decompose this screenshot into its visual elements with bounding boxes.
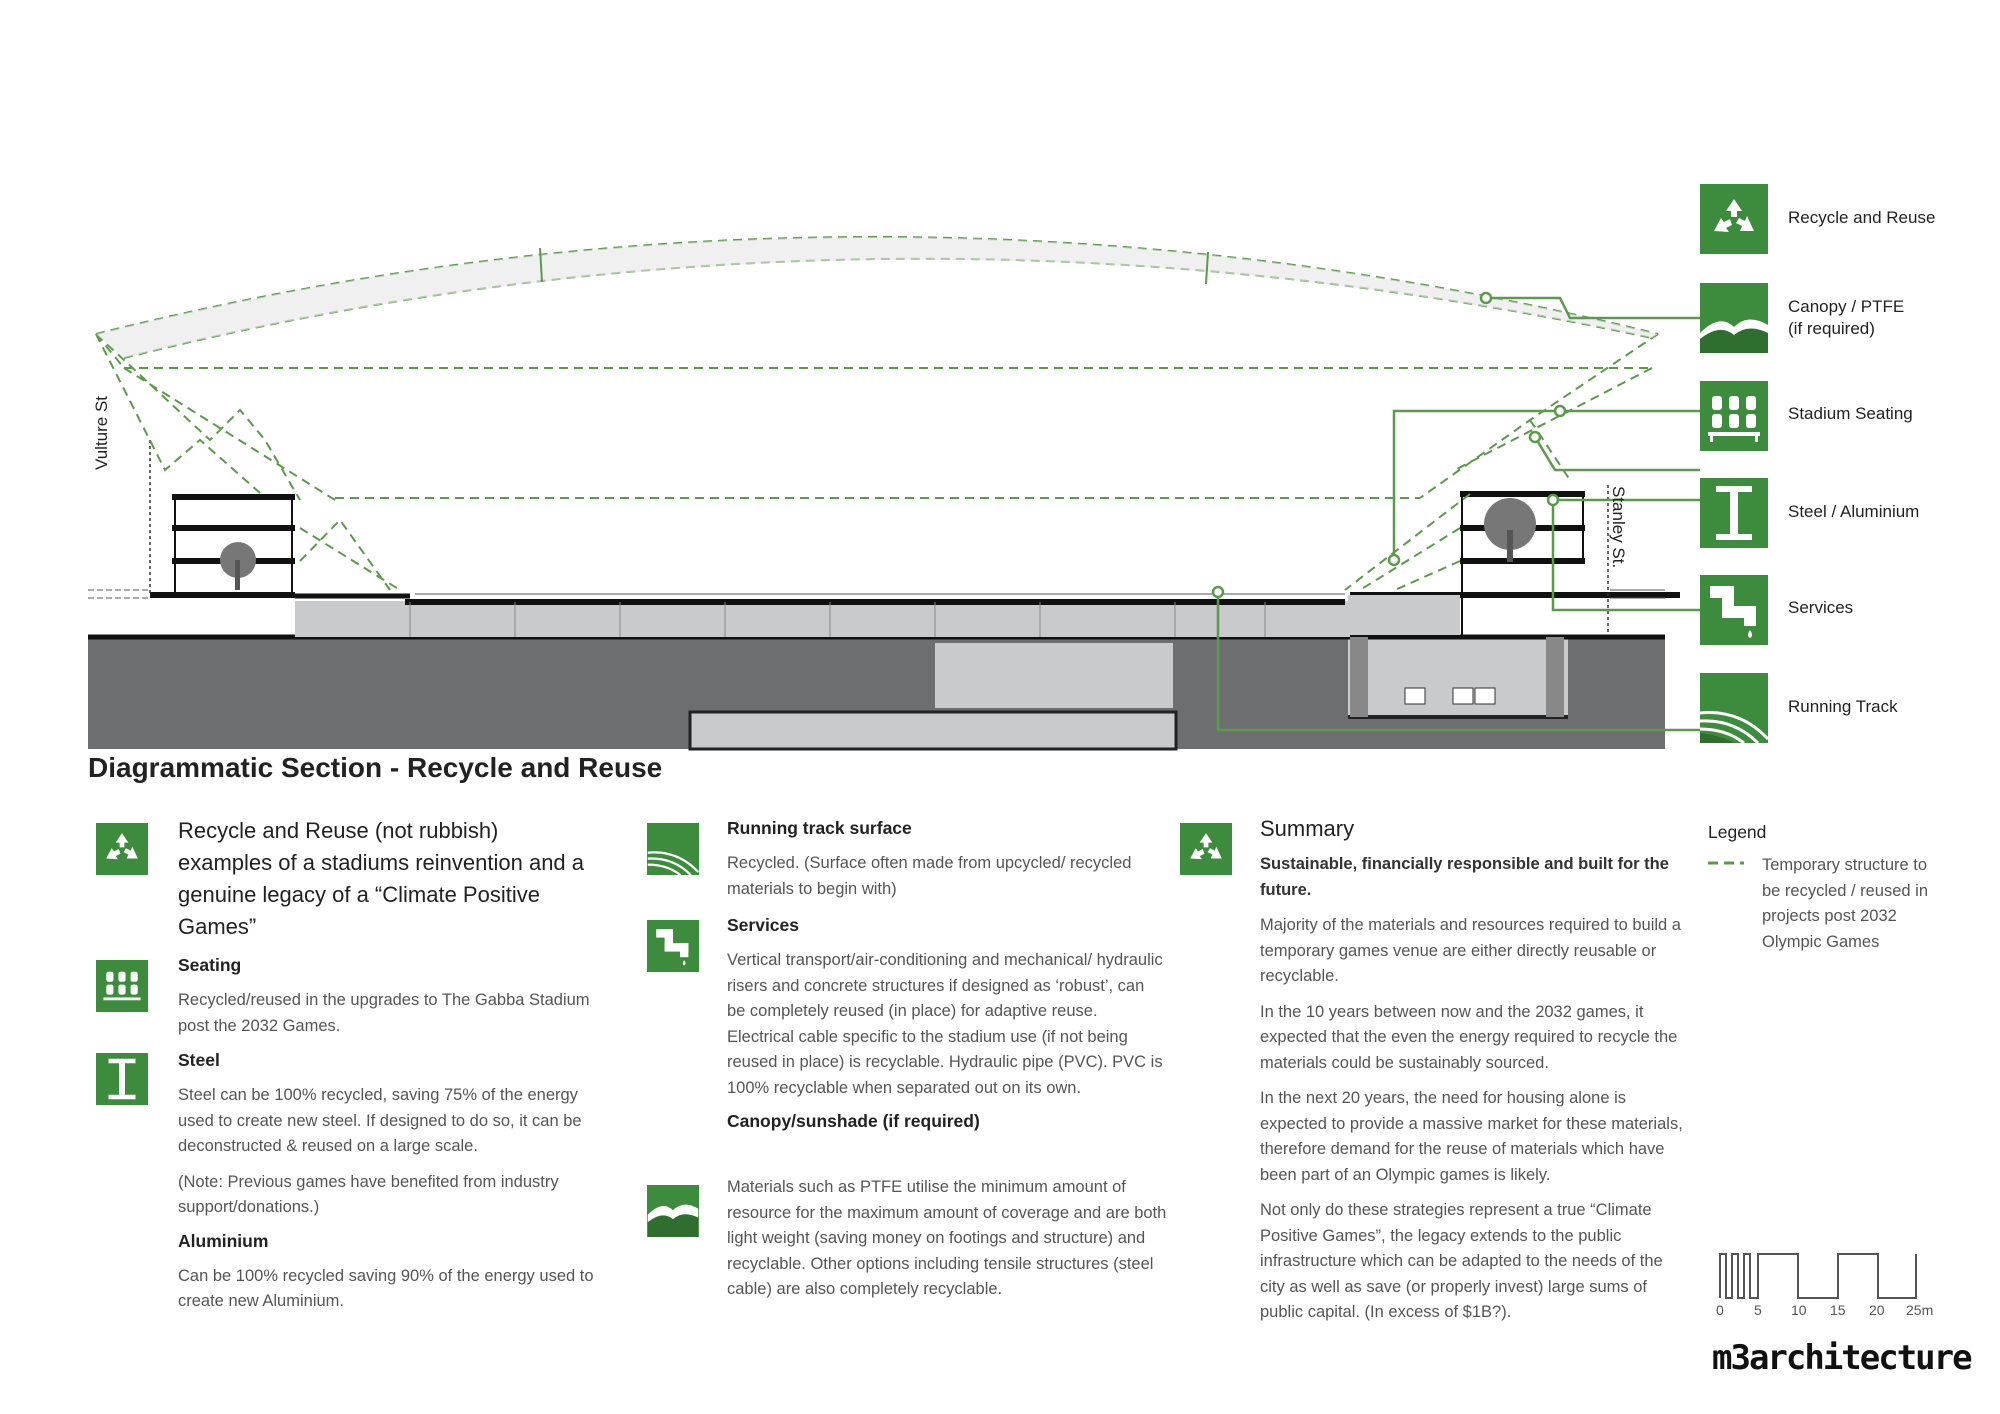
scale-label-20: 20 xyxy=(1869,1302,1885,1318)
aluminium-heading: Aluminium xyxy=(178,1230,269,1251)
pipe-icon xyxy=(647,920,699,972)
seating-section: Seating Recycled/reused in the upgrades … xyxy=(178,955,608,1049)
legend-label-services: Services xyxy=(1788,598,1854,617)
seating-body: Recycled/reused in the upgrades to The G… xyxy=(178,991,590,1035)
summary-section: Summary Sustainable, financially respons… xyxy=(1260,816,1690,1336)
seating-heading: Seating xyxy=(178,955,242,975)
summary-paragraph-4: Not only do these strategies represent a… xyxy=(1260,1201,1663,1321)
steel-beam-icon xyxy=(1700,478,1768,548)
summary-paragraph-2: In the 10 years between now and the 2032… xyxy=(1260,1002,1678,1072)
seating-icon xyxy=(1700,381,1768,451)
page-title: Diagrammatic Section - Recycle and Reuse xyxy=(88,752,663,783)
recycle-icon xyxy=(1180,823,1232,875)
canopy-body: Materials such as PTFE utilise the minim… xyxy=(727,1178,1167,1298)
field-podium xyxy=(295,601,1350,637)
legend-heading: Legend xyxy=(1708,822,1767,842)
canopy-icon xyxy=(647,1185,699,1237)
legend-label-seating: Stadium Seating xyxy=(1788,404,1913,423)
canopy-icon xyxy=(1700,283,1768,353)
aluminium-body: Can be 100% recycled saving 90% of the e… xyxy=(178,1266,594,1311)
scale-label-10: 10 xyxy=(1791,1302,1807,1318)
basement-void xyxy=(935,643,1173,708)
stanley-st-label: Stanley St. xyxy=(1609,486,1628,569)
dashed-line-swatch xyxy=(1708,861,1744,865)
steel-body: Steel can be 100% recycled, saving 75% o… xyxy=(178,1086,582,1155)
running-track-icon xyxy=(1700,673,1768,743)
scale-label-0: 0 xyxy=(1716,1302,1724,1318)
services-section: Services Vertical transport/air-conditio… xyxy=(727,915,1167,1144)
right-basement xyxy=(1348,637,1568,717)
scale-label-15: 15 xyxy=(1830,1302,1846,1318)
legend-label-track: Running Track xyxy=(1788,697,1898,716)
scale-label-5: 5 xyxy=(1754,1302,1762,1318)
callout-lines xyxy=(1216,296,1700,732)
pipe-icon xyxy=(1700,575,1768,645)
left-building xyxy=(150,494,295,598)
track-body: Recycled. (Surface often made from upcyc… xyxy=(727,854,1132,898)
summary-paragraph-1: Majority of the materials and resources … xyxy=(1260,916,1681,985)
summary-paragraph-3: In the next 20 years, the need for housi… xyxy=(1260,1089,1683,1184)
stadium-section-drawing xyxy=(88,236,1700,751)
column-recycle-intro: Recycle and Reuse (not rubbish) examples… xyxy=(178,815,598,943)
canopy-heading: Canopy/sunshade (if required) xyxy=(727,1111,980,1131)
canopy-callout-dot xyxy=(1479,291,1493,305)
track-heading: Running track surface xyxy=(727,818,912,838)
legend-label-canopy: Canopy / PTFE (if required) xyxy=(1788,297,1905,338)
legend-item-text: Temporary structure to be recycled / reu… xyxy=(1762,856,1929,951)
track-section: Running track surface Recycled. (Surface… xyxy=(727,818,1157,912)
summary-heading: Summary xyxy=(1260,816,1355,841)
recycle-icon xyxy=(96,823,148,875)
lower-basement xyxy=(688,710,1178,751)
legend-label-recycle: Recycle and Reuse xyxy=(1788,208,1936,227)
scale-label-25m: 25m xyxy=(1906,1302,1934,1318)
services-body: Vertical transport/air-conditioning and … xyxy=(727,951,1163,1097)
steel-note: (Note: Previous games have benefited fro… xyxy=(178,1172,559,1217)
recycle-icon xyxy=(1700,184,1768,254)
summary-subheading: Sustainable, financially responsible and… xyxy=(1260,855,1669,899)
vulture-st-label: Vulture St xyxy=(92,395,111,470)
steel-beam-icon xyxy=(96,1053,148,1105)
steel-heading: Steel xyxy=(178,1050,220,1070)
steel-section: Steel Steel can be 100% recycled, saving… xyxy=(178,1050,618,1325)
seating-icon xyxy=(96,960,148,1012)
intro-heading: Recycle and Reuse (not rubbish) examples… xyxy=(178,818,585,939)
m3architecture-logo: m3architecture xyxy=(1712,1338,1973,1378)
scale-bar xyxy=(1719,1253,1917,1299)
services-heading: Services xyxy=(727,915,800,935)
canopy-section: Materials such as PTFE utilise the minim… xyxy=(727,1175,1167,1313)
legend-label-steel: Steel / Aluminium xyxy=(1788,502,1920,521)
running-track-icon xyxy=(647,823,699,875)
